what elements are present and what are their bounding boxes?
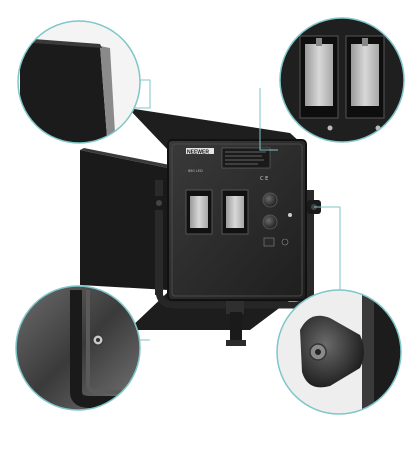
callout-battery-slot-detail <box>279 17 405 143</box>
callout-corner-screw-detail <box>15 285 141 411</box>
callout-barn-door-detail <box>17 20 141 144</box>
panel-label: NEEWER C E 660 LED <box>186 147 271 182</box>
callout-knob-detail <box>276 289 402 415</box>
dimmer-knob <box>262 192 278 208</box>
brand-label: NEEWER <box>187 150 209 156</box>
side-knob-left <box>152 196 166 210</box>
ce-mark: C E <box>260 176 268 182</box>
control-area <box>262 192 292 247</box>
model-label: 660 LED <box>188 169 203 173</box>
indicator-led <box>288 213 292 217</box>
color-temp-knob <box>262 214 278 230</box>
callout-connectors <box>128 79 341 341</box>
battery-slot-left <box>185 189 213 235</box>
dc-port <box>281 238 289 246</box>
power-switch <box>263 237 275 247</box>
barn-door-left <box>80 148 170 290</box>
battery-slot-right <box>221 189 249 235</box>
